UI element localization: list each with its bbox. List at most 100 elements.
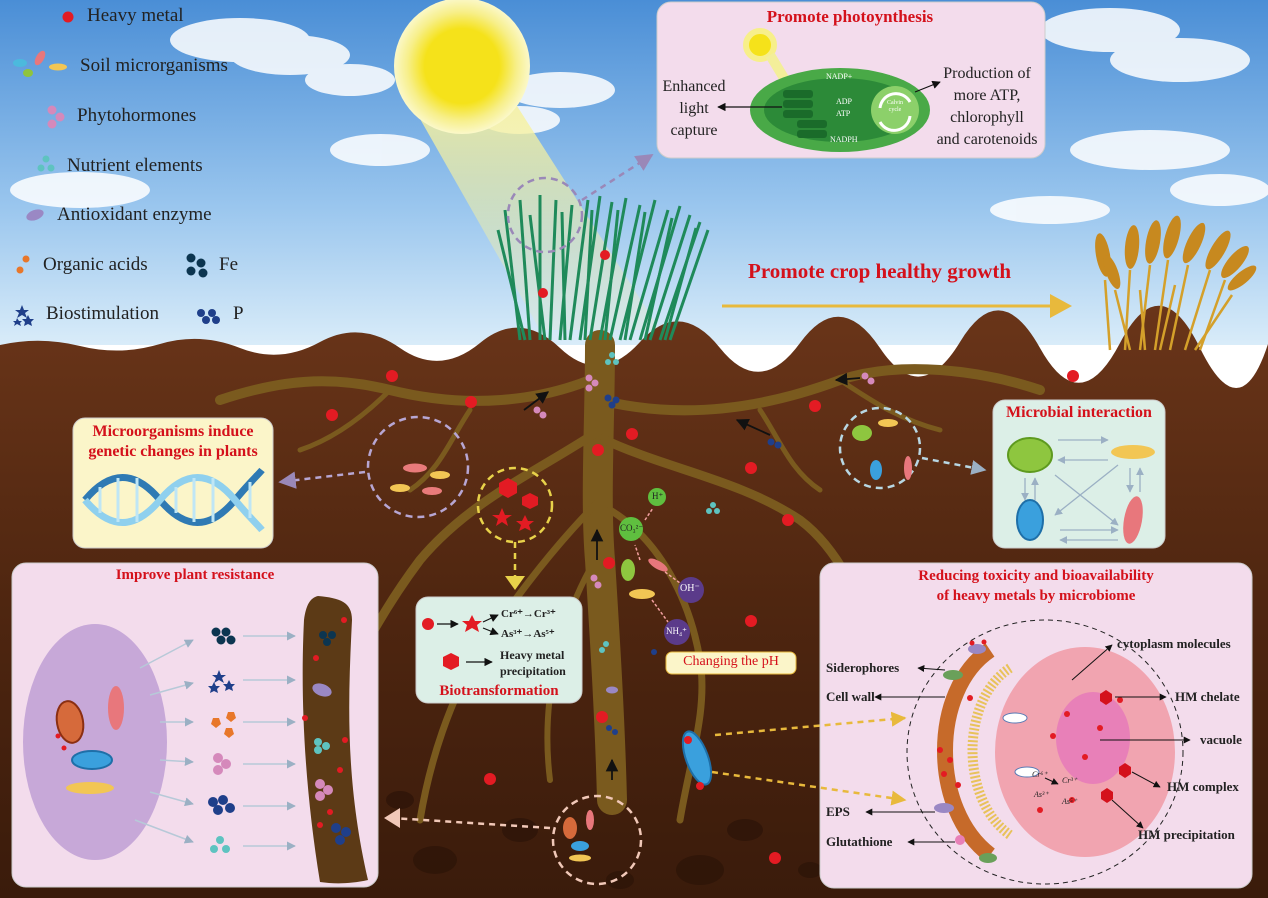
membrane-shape [967,663,1014,840]
soil-nutrients [533,352,875,735]
as3-label: As³⁺ [1034,790,1049,799]
resistance-elements [208,627,236,853]
legend-antioxidant-enzyme-icon [26,209,44,221]
light-capture-text-2: light [679,100,709,117]
genetic-arrow [278,470,366,489]
interaction-title: Microbial interaction [1006,404,1152,421]
growth-arrow-head [1050,294,1072,318]
cytoplasm-label: cytoplasm molecules [1117,636,1231,651]
biotransformation-focus-circle [476,466,554,544]
photosynthesis-arrow [581,153,654,202]
wheat-plant [1095,215,1257,351]
biotransformation-shapes [492,478,538,531]
legend-phytohormones-label: Phytohormones [77,105,197,126]
production-arrow [914,80,941,93]
cell-wall-shape [937,643,996,862]
legend-icons [13,11,220,326]
legend-p-label: P [233,303,244,324]
photosynthesis-title: Promote photoynthesis [766,7,934,26]
resistance-arrow [391,816,551,830]
clouds [10,8,1268,224]
root-microbe-focus-circle [551,794,643,886]
legend-antioxidant-enzyme-label: Antioxidant enzyme [57,204,212,225]
biotransformation-diagram [422,614,499,670]
microbe-cell [23,624,167,860]
adp-label: ADP [836,97,853,106]
interaction-network [1007,436,1155,544]
cr6-label: Cr⁶⁺ [1032,770,1048,779]
nadp-label: NADP+ [826,72,853,81]
biotransformation-title: Biotransformation [439,683,559,699]
production-text-4: and carotenoids [936,131,1038,148]
legend-soil-microorganisms-label: Soil microrganisms [80,55,228,76]
photosynthesis-focus-circle [506,176,584,254]
dna-helix-icon [82,467,265,533]
microbe-to-cell [681,711,907,806]
growth-label: Promote crop healthy growth [748,259,1012,283]
interaction-microbes [852,419,912,480]
h-label: H⁺ [652,491,664,501]
production-text-2: more ATP, [953,87,1021,104]
hm-chelate-label: HM chelate [1175,689,1240,704]
oh-label: OH⁻ [680,583,700,594]
legend-biostimulation-label: Biostimulation [46,303,159,324]
soil-heavy-metals [326,370,1079,864]
root-section-contents [302,617,351,845]
legend-heavy-metal-icon [62,11,74,23]
grass-heavy-metals [538,250,610,298]
legend-nutrient-elements-label: Nutrient elements [67,155,203,176]
cell-hm-hexagons [1100,690,1131,803]
calvin-cycle-label: Calvin cycle [887,100,903,113]
legend-heavy-metal-label: Heavy metal [87,5,184,26]
light-capture-text-3: capture [670,122,718,139]
legend-soil-microorganisms-icon [13,50,67,77]
as5-label: As⁵⁺ [1062,797,1078,806]
ph-diagram [619,488,704,645]
as-reaction: As³⁺→As⁵⁺ [501,628,555,640]
cell-proteins [934,639,1040,863]
siderophores-label: Siderophores [826,660,900,675]
production-text-1: Production of [943,65,1031,82]
legend-phytohormones-icon [47,105,65,129]
light-capture-text-1: Enhanced [662,78,726,95]
nh4-label: NH₄⁺ [666,626,687,636]
genetic-focus-circle [366,415,470,519]
sunlight-beam [415,95,660,330]
eps-label: EPS [826,804,850,819]
cell-wall-label: Cell wall [826,689,875,704]
genetic-title-1: Microorganisms induce [92,423,254,440]
ph-label-box [665,651,797,675]
cr3-label: Cr³⁺ [1062,776,1078,785]
atp-label: ATP [836,109,851,118]
resistance-microbes [55,686,124,794]
toxicity-label-arrows [865,644,1191,846]
nadph-label: NADPH [830,135,858,144]
cell-outline [906,619,1184,885]
hm-complex-label: HM complex [1167,779,1239,794]
legend-fe-label: Fe [219,254,238,275]
genetic-title-2: genetic changes in plants [88,443,258,460]
ph-label: Changing the pH [683,654,779,669]
legend-organic-acids-label: Organic acids [43,254,148,275]
legend-organic-acids-icon [16,255,30,274]
root-microbes [563,810,594,862]
chloroplast-illustration [743,28,930,152]
genetic-microbes [390,463,450,495]
biotransformation-arrow-head [505,576,525,590]
resistance-arrow-head [384,808,400,828]
cr-reaction: Cr⁶⁺→Cr³⁺ [501,608,556,620]
resistance-arrows [134,631,296,851]
production-text-3: chlorophyll [950,109,1024,126]
legend-fe-icon [186,253,208,278]
legend-p-icon [197,309,220,324]
precipitation-text-1: Heavy metal [500,648,565,662]
root-transport-arrows [523,372,861,780]
hm-precipitation-label: HM precipitation [1138,827,1235,842]
plant-root-section [302,596,368,884]
soil-rocks [386,791,822,889]
sun-icon [394,0,530,134]
toxicity-title-1: Reducing toxicity and bioavailability [918,568,1154,584]
legend-biostimulation-icon [13,305,34,326]
legend-nutrient-elements-icon [37,155,55,172]
